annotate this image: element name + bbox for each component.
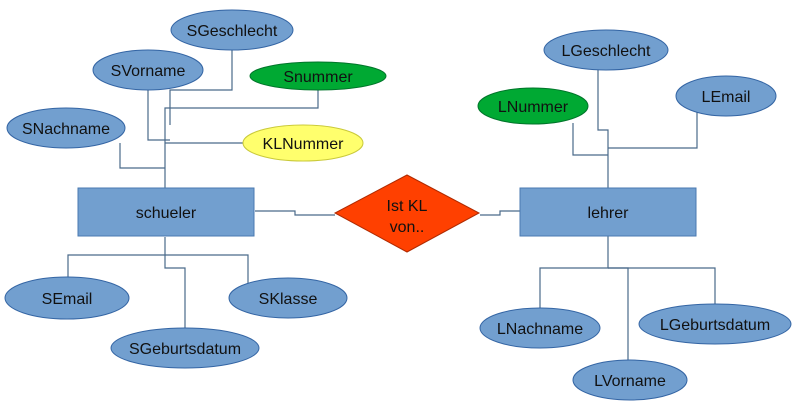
attr-lgeschlecht: LGeschlecht [543, 29, 669, 71]
attr-sklasse-label: SKlasse [259, 291, 318, 308]
attr-snachname: SNachname [6, 107, 126, 149]
attr-sgeschlecht: SGeschlecht [170, 9, 294, 51]
attr-sklasse: SKlasse [228, 277, 348, 319]
attr-sgeburtsdatum-label: SGeburtsdatum [129, 341, 241, 358]
attr-semail: SEmail [4, 276, 130, 320]
attr-svorname: SVorname [92, 49, 204, 91]
attr-snummer-key: Snummer [249, 61, 387, 91]
attr-lnachname-label: LNachname [497, 321, 583, 338]
entity-lehrer-label: lehrer [588, 205, 630, 222]
attr-sgeburtsdatum: SGeburtsdatum [110, 327, 260, 369]
relationship-connector-lines [255, 210, 520, 216]
attr-lnachname: LNachname [479, 307, 601, 349]
attr-lgeschlecht-label: LGeschlecht [562, 43, 651, 60]
attr-klnummer-label: KLNummer [263, 136, 345, 153]
attr-sgeschlecht-label: SGeschlecht [187, 23, 278, 40]
schueler-connector-lines [67, 45, 319, 330]
entity-schueler: schueler [77, 187, 255, 237]
entity-lehrer: lehrer [519, 187, 697, 237]
attr-lemail-label: LEmail [702, 89, 751, 106]
attr-svorname-label: SVorname [111, 63, 186, 80]
attr-lgeburtsdatum: LGeburtsdatum [638, 303, 792, 345]
attr-snummer-label: Snummer [283, 69, 353, 86]
attr-lgeburtsdatum-label: LGeburtsdatum [660, 317, 770, 334]
relationship-ist-kl-von: Ist KL von.. [333, 174, 481, 253]
attr-lvorname-label: LVorname [594, 373, 666, 390]
attr-semail-label: SEmail [42, 291, 93, 308]
entity-schueler-label: schueler [136, 205, 197, 222]
attr-lvorname: LVorname [572, 359, 688, 401]
attr-snachname-label: SNachname [22, 121, 110, 138]
lehrer-connector-lines [539, 70, 716, 365]
attr-lemail: LEmail [675, 75, 777, 117]
attr-lnummer-key: LNummer [477, 87, 589, 125]
relationship-label-line1: Ist KL [387, 198, 428, 215]
attr-klnummer-foreign-key: KLNummer [242, 124, 364, 162]
relationship-label-line2: von.. [390, 219, 425, 236]
attr-lnummer-label: LNummer [498, 99, 569, 116]
